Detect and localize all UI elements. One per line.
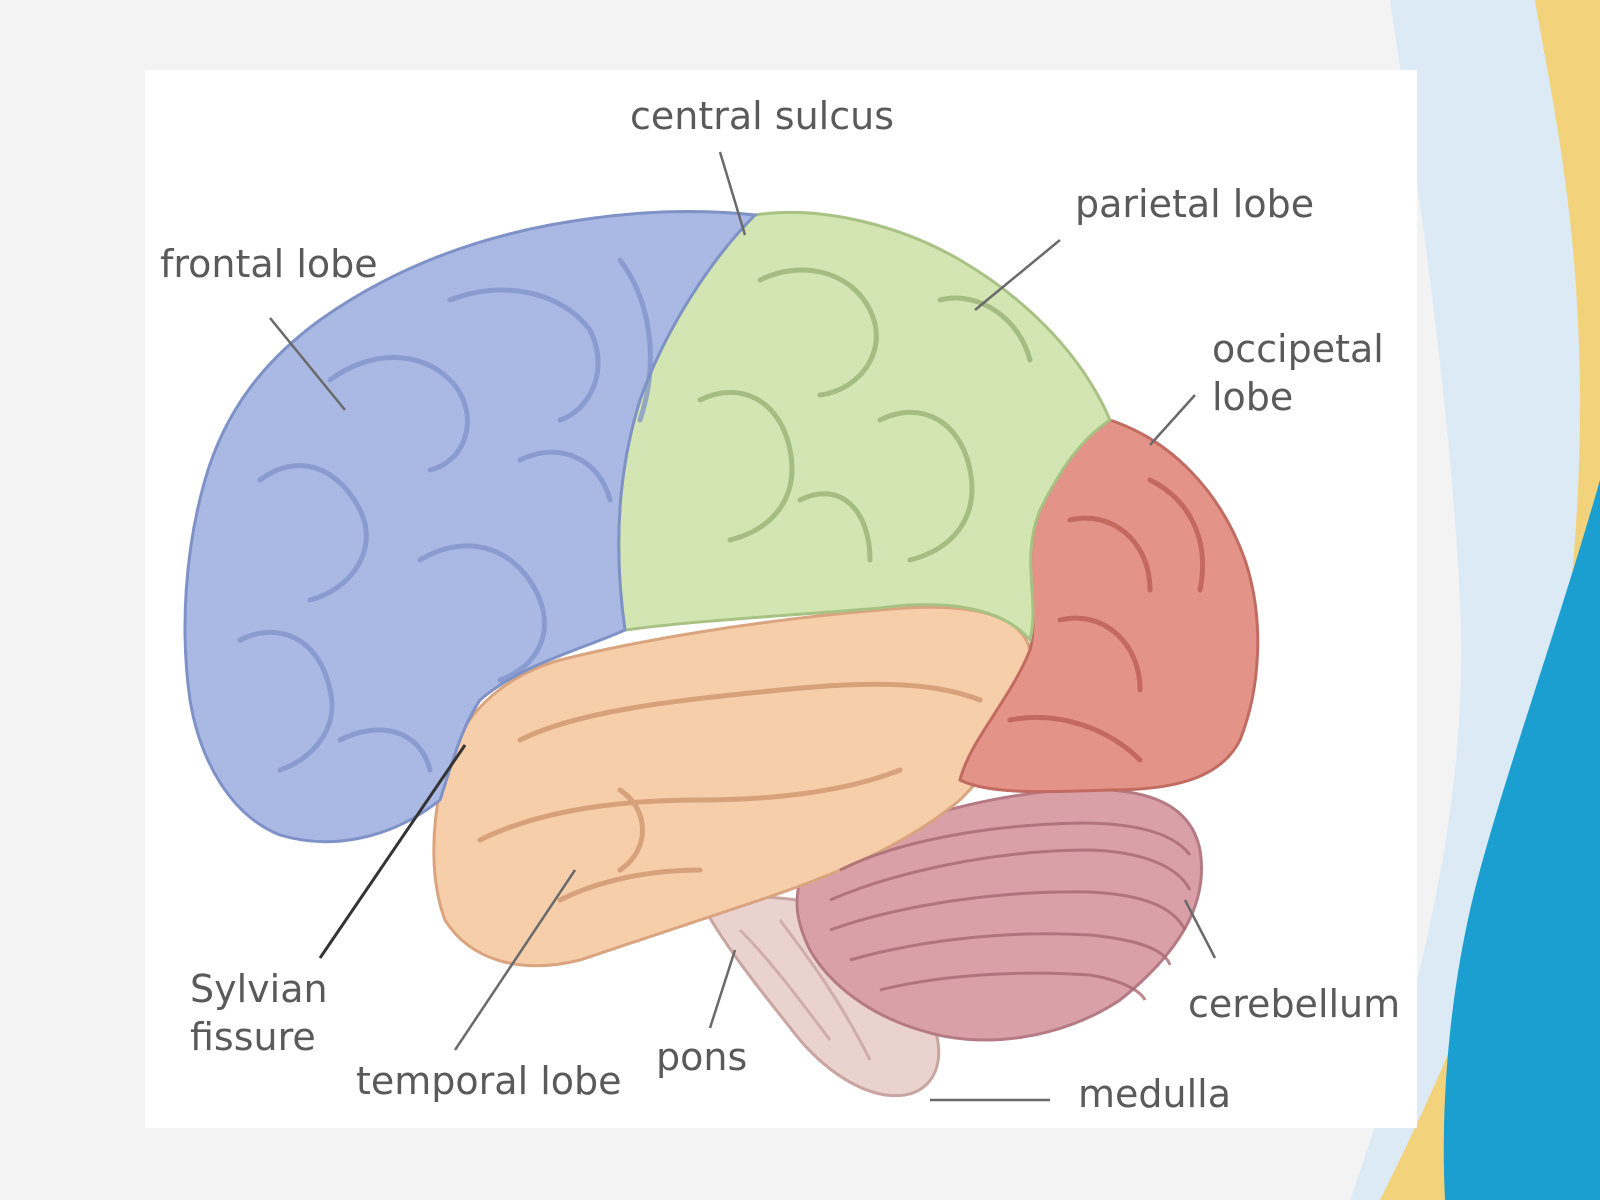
occipital-folds xyxy=(1007,477,1206,763)
brainstem-folds xyxy=(738,919,872,1061)
leader-lines xyxy=(269,151,1217,1102)
label-occipetal-lobe-line2: lobe xyxy=(1212,375,1294,419)
leader-parietal-lobe xyxy=(974,239,1061,311)
label-pons-text: pons xyxy=(656,1035,748,1079)
label-sylvian-fissure: Sylvian fissure xyxy=(190,965,328,1061)
label-frontal-lobe-text: frontal lobe xyxy=(160,242,378,286)
leader-temporal-lobe xyxy=(453,869,577,1051)
label-parietal-lobe-text: parietal lobe xyxy=(1075,182,1315,226)
leader-central-sulcus xyxy=(718,151,747,236)
label-sylvian-fissure-line1: Sylvian xyxy=(190,967,328,1011)
parietal-folds xyxy=(697,267,1033,563)
label-central-sulcus-text: central sulcus xyxy=(630,94,895,138)
label-central-sulcus: central sulcus xyxy=(630,92,894,140)
cerebellum-folds xyxy=(829,821,1192,1001)
label-frontal-lobe: frontal lobe xyxy=(160,240,378,288)
leader-frontal-lobe xyxy=(269,317,346,411)
leader-occipetal-lobe xyxy=(1149,394,1196,446)
label-temporal-lobe-text: temporal lobe xyxy=(356,1059,622,1103)
temporal-folds xyxy=(477,681,983,903)
label-cerebellum-text: cerebellum xyxy=(1188,982,1401,1026)
label-medulla-text: medulla xyxy=(1078,1072,1232,1116)
label-occipetal-lobe: occipetal lobe xyxy=(1212,325,1384,421)
label-pons: pons xyxy=(656,1033,747,1081)
label-cerebellum: cerebellum xyxy=(1188,980,1400,1028)
label-parietal-lobe: parietal lobe xyxy=(1075,180,1314,228)
label-occipetal-lobe-line1: occipetal xyxy=(1212,327,1384,371)
label-sylvian-fissure-line2: fissure xyxy=(190,1015,316,1059)
leader-sylvian-fissure xyxy=(318,744,467,959)
frontal-folds xyxy=(237,257,653,773)
label-temporal-lobe: temporal lobe xyxy=(356,1057,622,1105)
leader-pons xyxy=(708,949,737,1029)
blue-wave xyxy=(1443,480,1600,1200)
label-medulla: medulla xyxy=(1078,1070,1231,1118)
leader-cerebellum xyxy=(1183,899,1217,959)
